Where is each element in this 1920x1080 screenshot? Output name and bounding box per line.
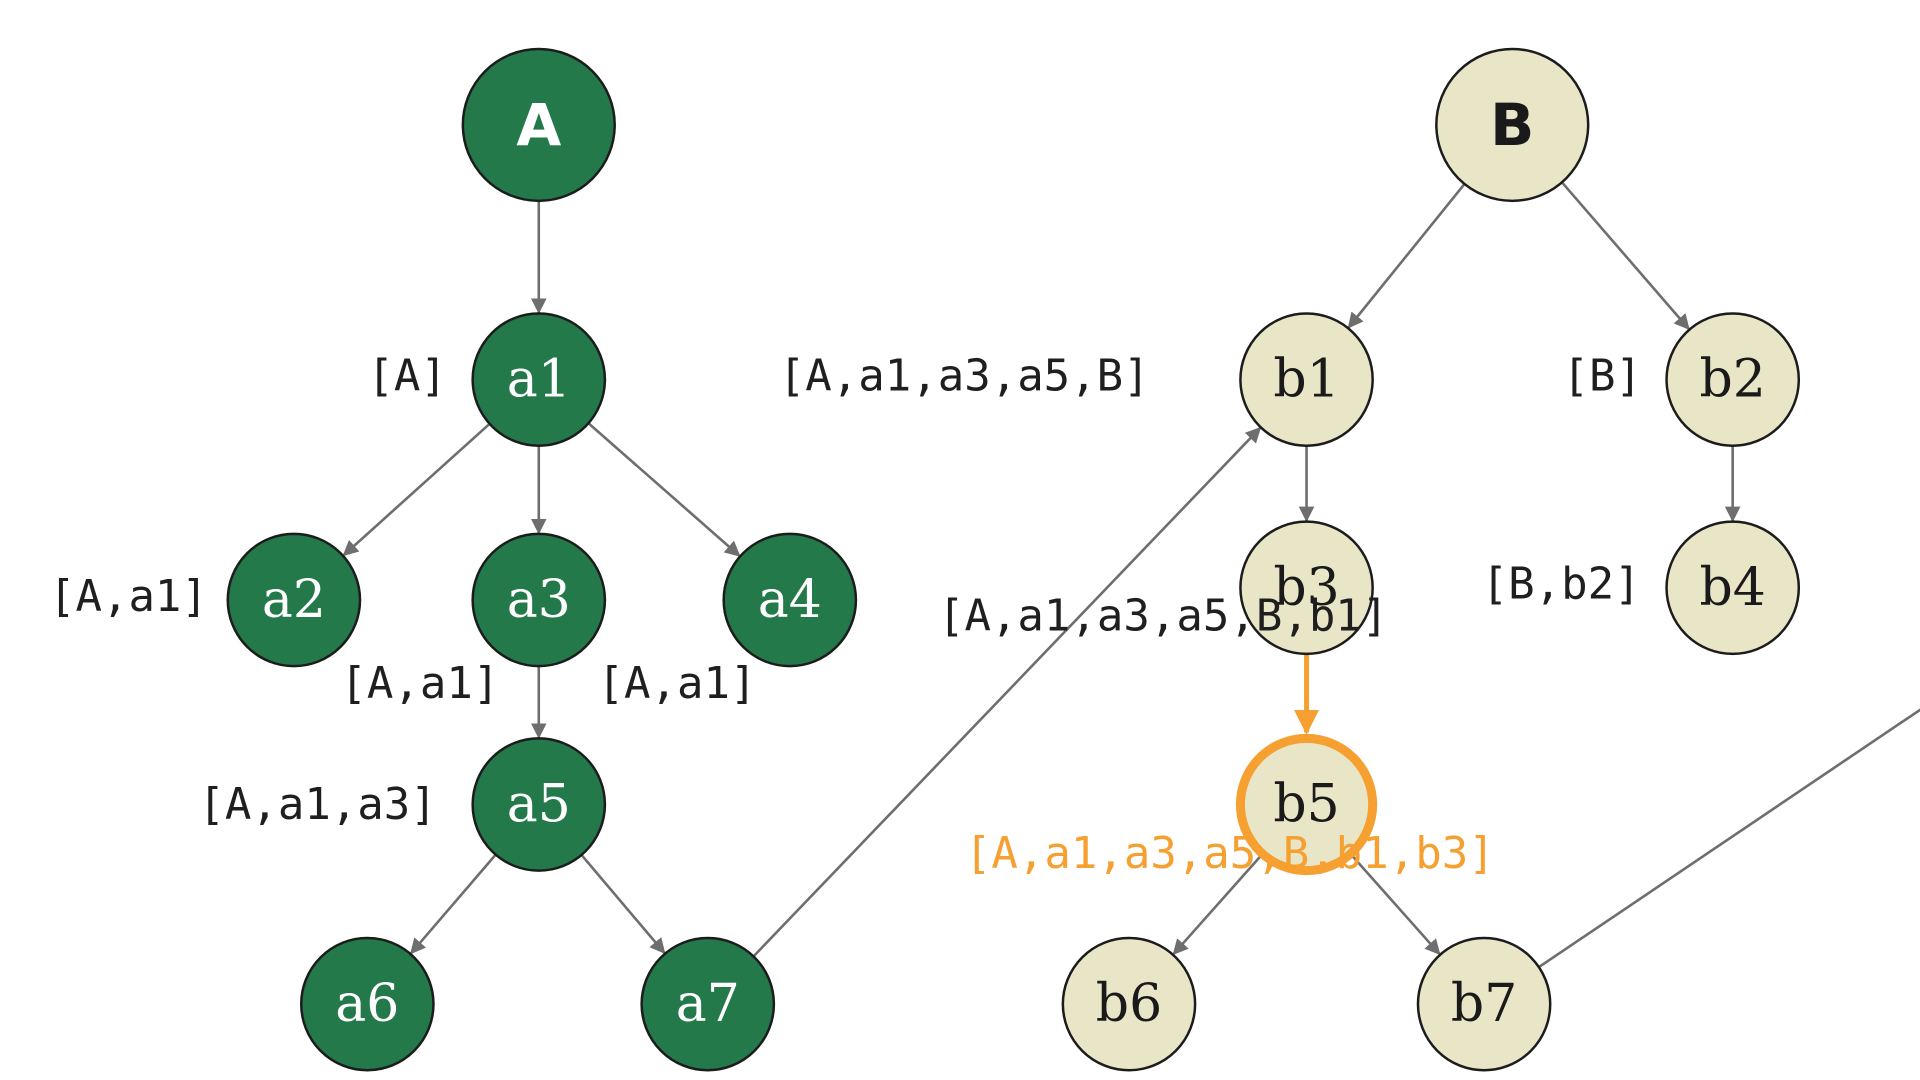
edge-a7-b1 xyxy=(752,426,1262,958)
node-a3: a3 xyxy=(471,532,607,668)
node-a7-label: a7 xyxy=(676,974,740,1034)
edges-layer xyxy=(342,181,1920,969)
node-a1: a1 xyxy=(471,312,607,447)
path-label-b1: [A,a1,a3,a5,B] xyxy=(779,350,1150,401)
node-a5-circle xyxy=(471,737,607,872)
node-a5-label: a5 xyxy=(507,774,571,834)
path-label-a4: [A,a1] xyxy=(598,658,757,709)
node-b3: b3 xyxy=(1239,520,1374,656)
node-b5-circle xyxy=(1235,733,1378,876)
edge-B-b2 xyxy=(1560,181,1690,331)
node-b7: b7 xyxy=(1416,936,1552,1072)
node-b4-circle xyxy=(1665,520,1801,656)
node-b6-label: b6 xyxy=(1096,974,1162,1034)
node-a5: a5 xyxy=(471,737,607,872)
node-A: A xyxy=(461,47,616,203)
node-b1: b1 xyxy=(1239,312,1374,447)
node-b2: b2 xyxy=(1665,312,1801,447)
node-a7: a7 xyxy=(640,936,776,1072)
node-b4-label: b4 xyxy=(1699,558,1765,618)
node-a4: a4 xyxy=(722,532,858,668)
node-b5: b5 xyxy=(1235,733,1378,876)
path-labels-layer: [A] [A,a1] [A,a1] [A,a1] [A,a1,a3] [A,a1,a3,a… xyxy=(49,350,1642,879)
edge-a5-a7 xyxy=(580,854,666,955)
node-a7-circle xyxy=(640,936,776,1072)
node-b6: b6 xyxy=(1061,936,1197,1072)
edge-b5-b7 xyxy=(1349,853,1441,956)
path-label-b2: [B] xyxy=(1562,350,1641,401)
node-a2-label: a2 xyxy=(262,570,326,630)
node-a1-label: a1 xyxy=(507,350,571,410)
node-a2-circle xyxy=(226,532,362,668)
path-label-a1: [A] xyxy=(367,350,446,401)
path-label-b5: [A,a1,a3,a5,B,b1,b3] xyxy=(965,828,1495,879)
node-a3-circle xyxy=(471,532,607,668)
node-a6: a6 xyxy=(299,936,435,1072)
node-b6-circle xyxy=(1061,936,1197,1072)
node-A-circle xyxy=(461,47,616,203)
node-b7-label: b7 xyxy=(1451,974,1517,1034)
node-b3-label: b3 xyxy=(1273,558,1339,618)
edge-a1-a4 xyxy=(587,422,741,557)
node-a4-circle xyxy=(722,532,858,668)
node-a6-label: a6 xyxy=(335,974,399,1034)
edge-a5-a6 xyxy=(410,853,497,955)
node-B-circle xyxy=(1435,47,1590,203)
node-b2-circle xyxy=(1665,312,1801,447)
edge-B-b1 xyxy=(1347,183,1466,329)
node-b7-circle xyxy=(1416,936,1552,1072)
path-label-b4: [B,b2] xyxy=(1482,559,1641,610)
path-label-a5: [A,a1,a3] xyxy=(198,779,436,830)
node-a2: a2 xyxy=(226,532,362,668)
edge-b5-b6 xyxy=(1172,853,1264,956)
node-b4: b4 xyxy=(1665,520,1801,656)
node-b3-circle xyxy=(1239,520,1374,656)
node-b1-circle xyxy=(1239,312,1374,447)
path-label-b3: [A,a1,a3,a5,B,b1] xyxy=(938,590,1388,641)
node-a3-label: a3 xyxy=(507,570,571,630)
edge-b7-offscreen xyxy=(1538,708,1920,969)
node-a6-circle xyxy=(299,936,435,1072)
node-B: B xyxy=(1435,47,1590,203)
node-a1-circle xyxy=(471,312,607,447)
node-b5-label: b5 xyxy=(1273,774,1339,834)
nodes-layer: Aa1 a2 a3 a4 a5 a6 a7 Bb1 b2 b3 b4 b5 b6 b7 xyxy=(226,47,1801,1072)
node-b2-label: b2 xyxy=(1699,350,1765,410)
node-a4-label: a4 xyxy=(758,570,822,630)
node-A-label: A xyxy=(516,91,561,159)
path-label-a3: [A,a1] xyxy=(340,658,499,709)
edge-a1-a2 xyxy=(342,422,491,557)
node-b1-label: b1 xyxy=(1273,350,1339,410)
path-label-a2: [A,a1] xyxy=(49,571,208,622)
node-B-label: B xyxy=(1490,91,1534,159)
